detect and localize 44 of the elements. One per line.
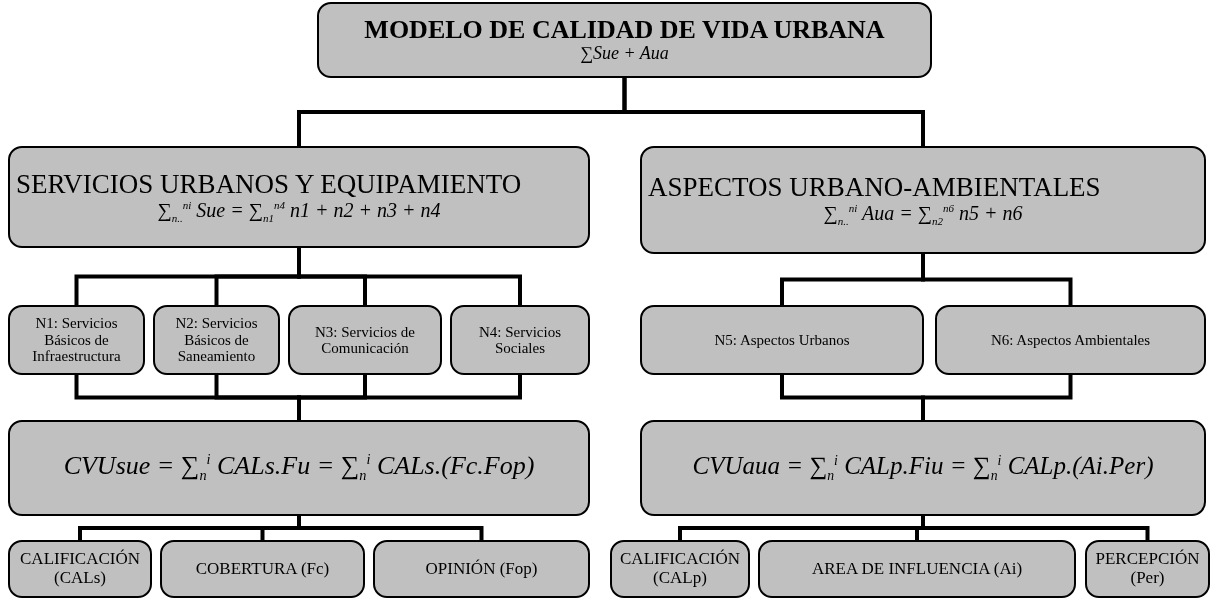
rounded-box (640, 146, 1206, 254)
formula: CVUaua = ∑$_{n}$$^{i}$ CALp.Fiu = ∑$_{n}$$^{i}$ CALp.(Ai.Per) (691, 452, 1155, 484)
label: N1: Servicios Básicos de Infraestructura (31, 315, 122, 365)
heading: MODELO DE CALIDAD DE VIDA URBANA (363, 15, 886, 45)
label: N3: Servicios de Comunicación (314, 323, 416, 357)
connector-line (921, 254, 1073, 305)
rounded-box (8, 420, 590, 516)
heading: ASPECTOS URBANO-AMBIENTALES (647, 172, 1102, 203)
label: N4: Servicios Sociales (477, 323, 563, 357)
rounded-box (450, 305, 590, 375)
connector-line (921, 375, 1073, 420)
rounded-box (8, 540, 152, 598)
connector-line (297, 516, 484, 540)
label: N6: Aspectos Ambientales (989, 331, 1152, 349)
rounded-box (758, 540, 1076, 598)
heading: SERVICIOS URBANOS Y EQUIPAMIENTO (15, 169, 523, 200)
label: N5: Aspectos Urbanos (713, 331, 851, 349)
rounded-box (640, 305, 924, 375)
rounded-box (373, 540, 590, 598)
label: CALIFICACIÓN (CALs) (19, 550, 141, 588)
rounded-box (935, 305, 1206, 375)
formula: ∑$_{n..}$$^{ni}$ Sue = ∑$_{n1}$$^{n4}$ n1 + n2 + n3 + n4 (156, 199, 442, 225)
connector-line (921, 516, 1150, 540)
label: AREA DE INFLUENCIA (Ai) (810, 559, 1024, 579)
label: CALIFICACIÓN (CALp) (619, 550, 741, 588)
label: OPINIÓN (Fop) (424, 559, 539, 579)
label: N2: Servicios Básicos de Saneamiento (174, 315, 259, 365)
rounded-box (8, 305, 145, 375)
formula: ∑Sue + Aua (579, 44, 670, 65)
rounded-box (153, 305, 280, 375)
rounded-box (640, 420, 1206, 516)
formula: ∑$_{n..}$$^{ni}$ Aua = ∑$_{n2}$$^{n6}$ n5 + n6 (822, 202, 1024, 228)
rounded-box (8, 146, 590, 248)
rounded-box (288, 305, 442, 375)
connector-line (622, 78, 925, 146)
formula: CVUsue = ∑$_{n}$$^{i}$ CALs.Fu = ∑$_{n}$$^{i}$ CALs.(Fc.Fop) (62, 452, 536, 484)
connector-line (297, 375, 522, 420)
rounded-box (160, 540, 365, 598)
label: COBERTURA (Fc) (194, 559, 331, 579)
rounded-box (1085, 540, 1210, 598)
rounded-box (610, 540, 750, 598)
label: PERCEPCIÓN (Per) (1094, 550, 1201, 588)
connector-line (297, 248, 522, 305)
rounded-box (317, 2, 932, 78)
